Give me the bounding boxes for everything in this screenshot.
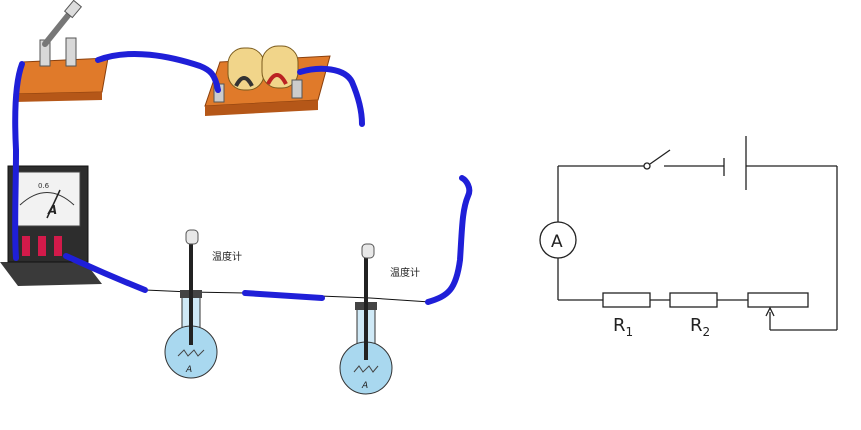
ammeter-needle: [46, 189, 61, 219]
schematic: [539, 136, 838, 331]
r1-label: R1: [613, 315, 633, 339]
thermometer-1-label: 温度计: [212, 250, 242, 263]
knife-switch: [13, 0, 109, 102]
wire-switch-to-ammeter: [12, 61, 25, 261]
flask-1: A 温度计: [164, 229, 242, 379]
ammeter-device: 0.6 A: [0, 165, 102, 286]
r2-label: R2: [690, 315, 710, 339]
wire-rheostat-end: [297, 65, 365, 127]
rheostat-symbol: [747, 292, 809, 308]
wire-switch-to-rheostat: [95, 50, 221, 93]
thermometer-2-label: 温度计: [390, 266, 420, 279]
ammeter-scale-label: 0.6: [38, 182, 50, 190]
wire-flask-end: [425, 175, 473, 305]
switch-symbol: [649, 149, 671, 165]
flask-2-label: A: [361, 381, 368, 391]
wire-ammeter-to-flask: [63, 253, 148, 293]
resistor-r2: [669, 292, 718, 308]
ammeter-terminal: [22, 236, 30, 256]
wire-between-flasks: [242, 290, 325, 301]
rheostat: [204, 45, 331, 116]
switch-pivot: [643, 162, 651, 170]
rheostat-arrow: [765, 306, 775, 317]
ammeter-symbol-label: A: [551, 232, 563, 252]
flask-2: A 温度计: [339, 243, 420, 395]
blue-wires: [12, 50, 473, 305]
ammeter-terminal: [38, 236, 46, 256]
ammeter-terminal: [54, 236, 62, 256]
resistor-r1: [602, 292, 651, 308]
flask-1-label: A: [185, 365, 192, 375]
ammeter-dial-label: A: [47, 203, 57, 217]
